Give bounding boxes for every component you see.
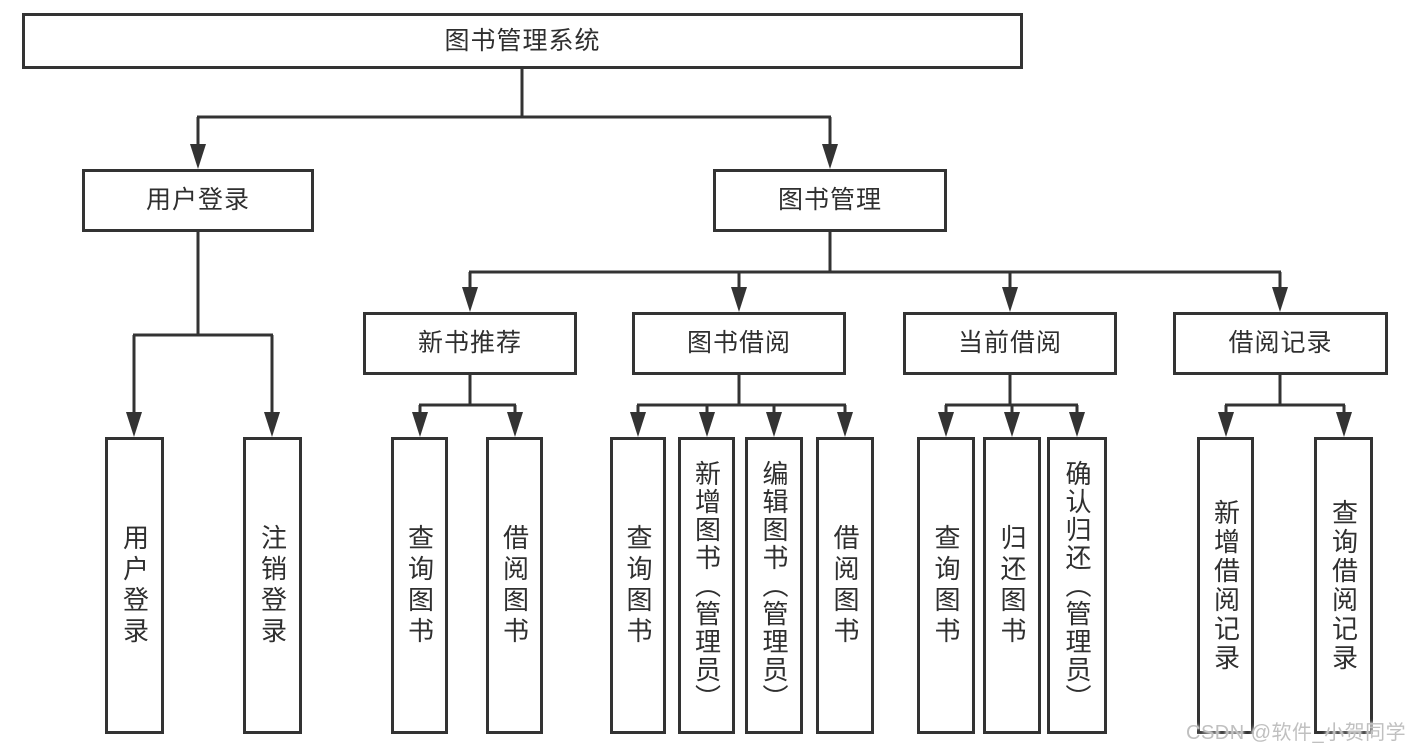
node-label: 借阅记录 [1228, 329, 1333, 357]
leaf-query-book-current: 查询图书 [917, 437, 975, 734]
node-book-borrow: 图书借阅 [632, 312, 846, 375]
node-label: 借阅图书 [830, 523, 860, 648]
node-label: 当前借阅 [957, 329, 1062, 357]
leaf-query-book-borrow: 查询图书 [610, 437, 666, 734]
leaf-query-borrow-record: 查询借阅记录 [1314, 437, 1373, 734]
node-library-management-system: 图书管理系统 [22, 13, 1023, 69]
leaf-confirm-return-admin: 确认归还（管理员） [1047, 437, 1107, 734]
leaf-add-book-admin: 新增图书（管理员） [678, 437, 735, 734]
node-label: 注销登录 [257, 523, 288, 648]
node-label: 查询图书 [931, 523, 961, 648]
node-label: 借阅图书 [499, 523, 530, 648]
node-label: 用户登录 [145, 186, 250, 214]
csdn-watermark: CSDN @软件_小贺同学 [1186, 722, 1405, 744]
node-label: 图书管理系统 [444, 26, 601, 55]
node-label: 编辑图书（管理员） [759, 459, 789, 712]
node-book-management: 图书管理 [713, 169, 947, 232]
node-label: 用户登录 [119, 523, 150, 648]
leaf-add-borrow-record: 新增借阅记录 [1197, 437, 1254, 734]
node-label: 查询图书 [623, 523, 653, 648]
leaf-return-book: 归还图书 [983, 437, 1041, 734]
connector-paths [132, 69, 1346, 418]
leaf-logout-login: 注销登录 [243, 437, 302, 734]
leaf-borrow-book: 借阅图书 [816, 437, 874, 734]
arrowheads [126, 144, 1352, 437]
node-new-book-recommend: 新书推荐 [363, 312, 577, 375]
node-label: 新书推荐 [417, 329, 522, 357]
node-label: 新增图书（管理员） [691, 459, 722, 712]
leaf-query-book-recommend: 查询图书 [391, 437, 448, 734]
node-label: 图书借阅 [686, 329, 791, 357]
node-label: 查询借阅记录 [1328, 498, 1359, 673]
node-label: 归还图书 [997, 523, 1027, 648]
node-current-borrow: 当前借阅 [903, 312, 1117, 375]
node-label: 查询图书 [404, 523, 435, 648]
node-borrow-record: 借阅记录 [1173, 312, 1388, 375]
node-user-login: 用户登录 [82, 169, 314, 232]
leaf-edit-book-admin: 编辑图书（管理员） [745, 437, 803, 734]
node-label: 确认归还（管理员） [1062, 459, 1092, 712]
node-label: 新增借阅记录 [1210, 498, 1241, 673]
node-label: 图书管理 [777, 186, 882, 214]
leaf-borrow-book-recommend: 借阅图书 [486, 437, 543, 734]
leaf-user-login: 用户登录 [105, 437, 164, 734]
